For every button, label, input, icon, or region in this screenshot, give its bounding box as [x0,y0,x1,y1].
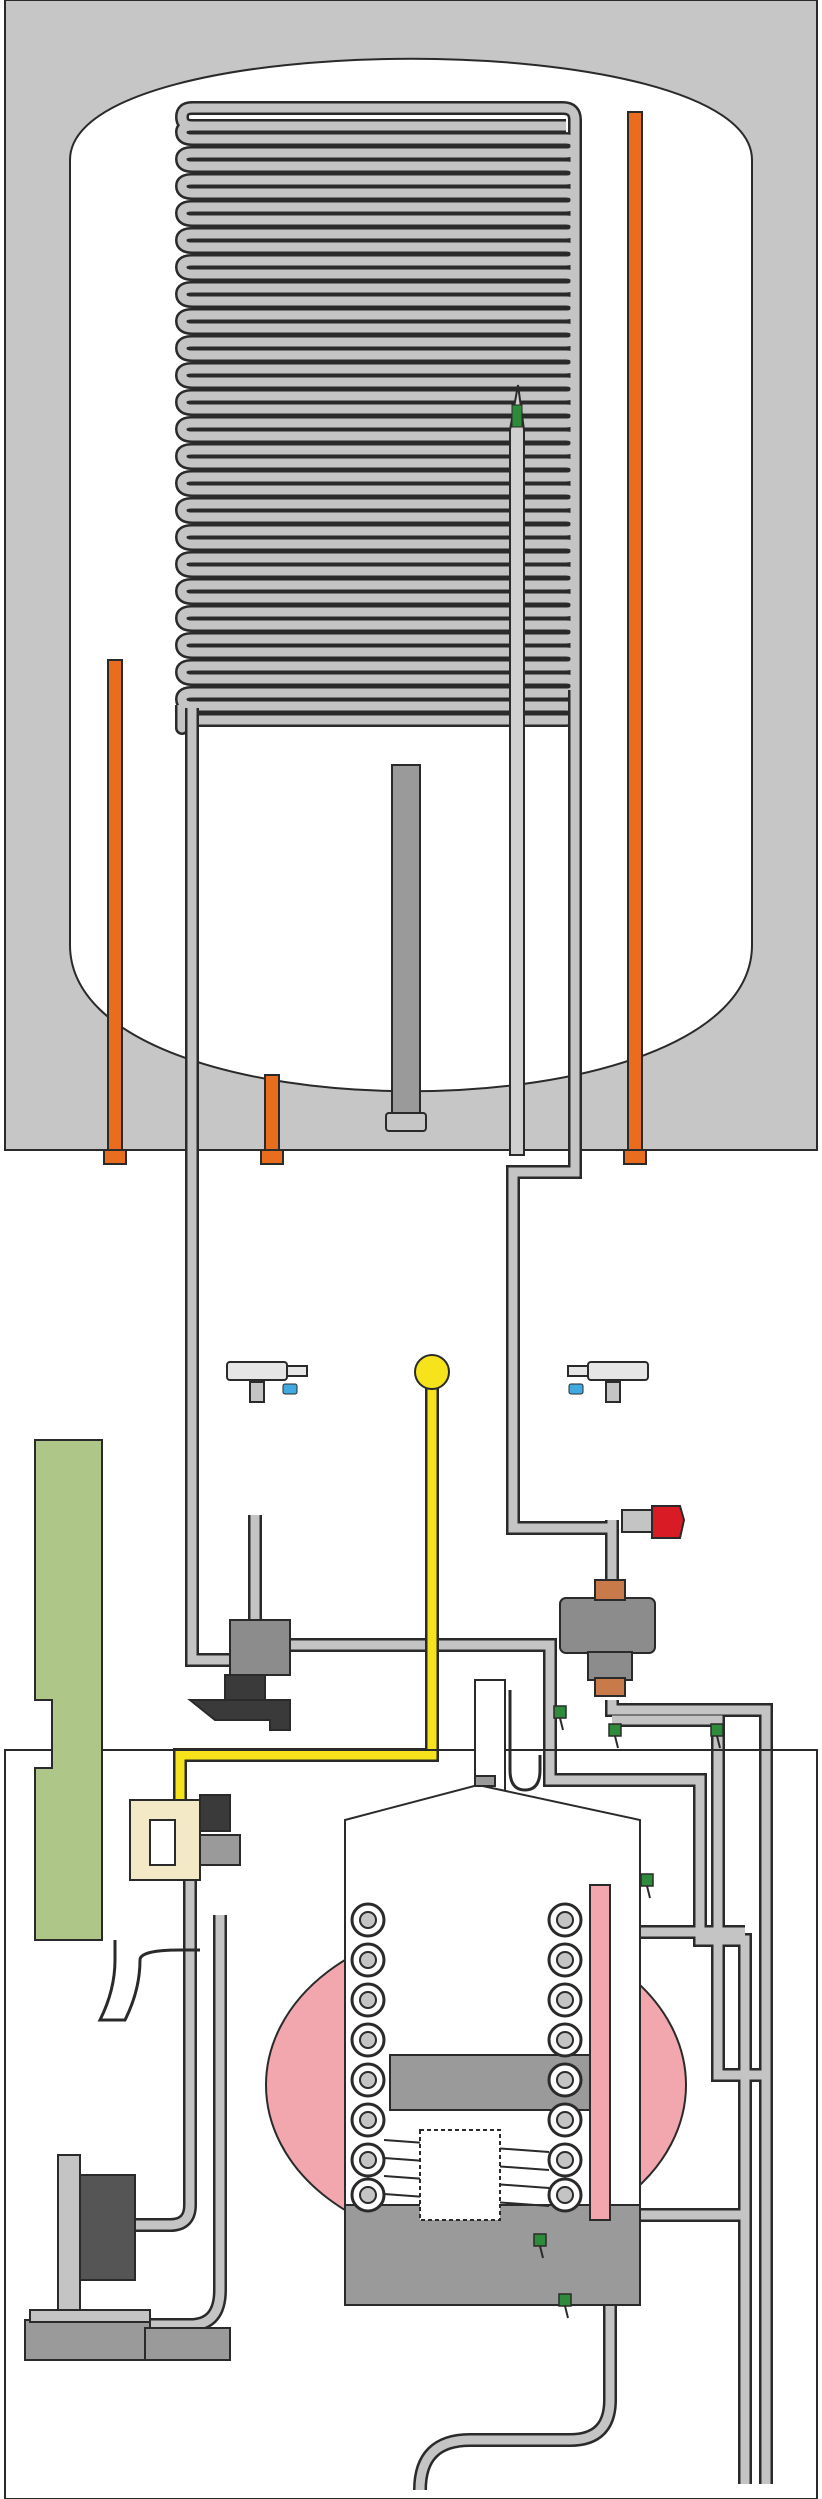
sacrificial-anode-right [623,111,647,1165]
coil-ring-core [556,2151,574,2169]
isolation-valve-right[interactable] [567,1361,649,1403]
sacrificial-anode-left [103,659,127,1165]
hot-tap-marker [568,1383,584,1395]
coil-ring-core [556,1911,574,1929]
sensor-lead [716,1735,721,1749]
sensor-dot [558,2293,572,2307]
temperature-probe [509,384,525,1156]
coil-ring-core [359,1991,377,2009]
coil-ring-core [359,2031,377,2049]
control-panel [34,1439,103,1941]
sensor-dot [533,2233,547,2247]
immersion-rod [385,764,427,1132]
heat-exchanger-coils [350,1902,583,2221]
coil-ring-core [556,1991,574,2009]
sensor-lead [614,1735,619,1749]
coil-ring-core [359,1911,377,1929]
sensor-dot [640,1873,654,1887]
coil-ring-core [359,2186,377,2204]
sensor-lead [564,2305,569,2319]
sensor-lead [559,1717,564,1731]
heat-exchanger [344,1775,641,2306]
gas-inlet [414,1354,450,1390]
pressure-relief-valve[interactable] [621,1505,686,1539]
coil-ring-core [359,2071,377,2089]
sensor-dot [710,1723,724,1737]
gas-valve[interactable] [129,1794,241,1881]
sensor-lead [646,1885,651,1899]
coil-ring-core [359,2111,377,2129]
isolation-valve-left[interactable] [226,1361,308,1403]
sensor-dot [553,1705,567,1719]
coil-ring-core [556,2031,574,2049]
coil-ring-core [556,2111,574,2129]
boiler-housing [4,1749,818,2499]
sensor-dot [608,1723,622,1737]
flue-duct [97,1940,200,2022]
three-way-valve[interactable] [559,1579,656,1697]
sacrificial-anode-short [260,1074,284,1165]
fan [24,2154,231,2361]
gas-supply [173,1354,450,1800]
coil-ring-core [556,2186,574,2204]
coil-fill [177,103,580,733]
coil-loops [175,101,582,735]
coil-ring-core [359,2151,377,2169]
diverter-tee[interactable] [187,1619,291,1731]
coil-ring-core [359,1951,377,1969]
sensor-lead [539,2245,544,2259]
probe-sensor [511,404,523,428]
cold-tap-marker [282,1383,298,1395]
flame-zone [419,2129,501,2221]
coil-ring-core [556,1951,574,1969]
sensors [533,1705,724,2319]
coil-ring-core [556,2071,574,2089]
